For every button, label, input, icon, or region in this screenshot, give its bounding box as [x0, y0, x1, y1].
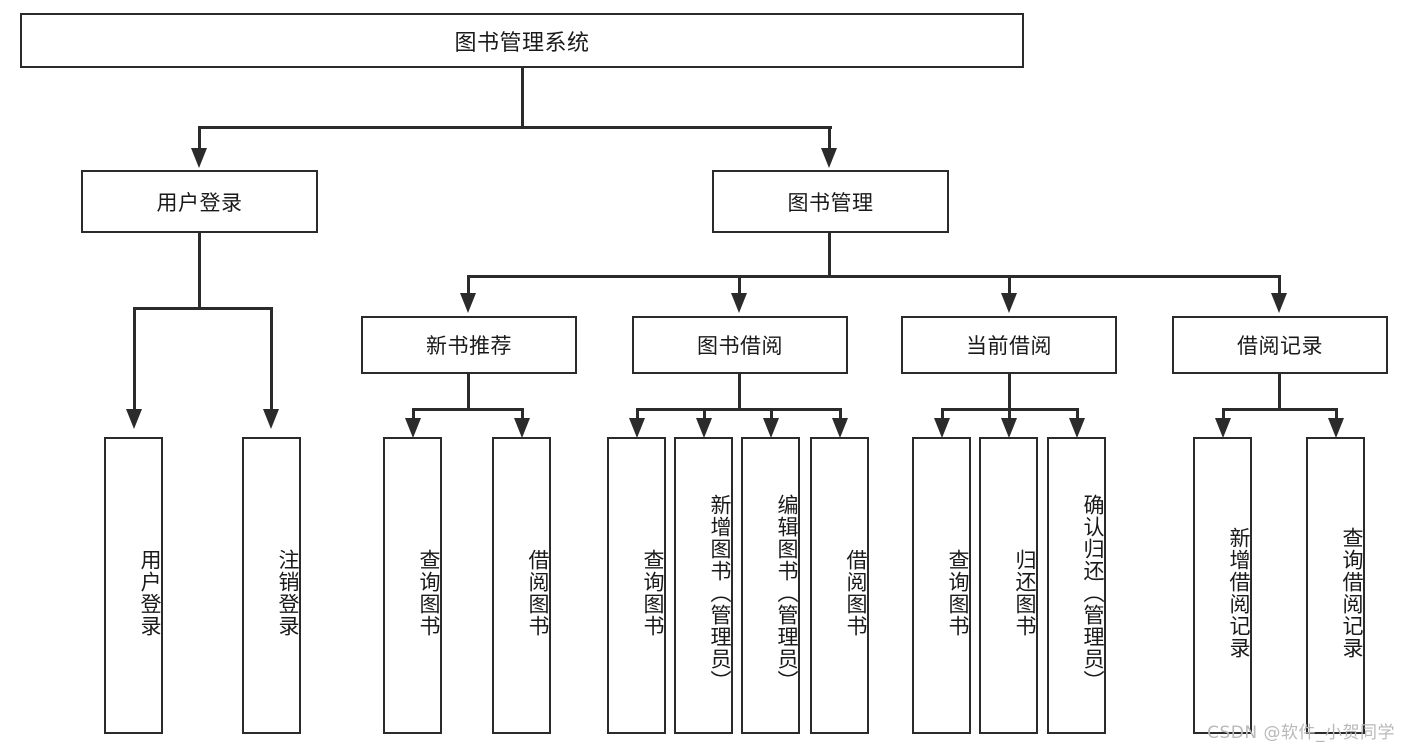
leaf-user-login[interactable]: 用户登录 — [104, 437, 163, 734]
node-borrow-record[interactable]: 借阅记录 — [1172, 316, 1388, 374]
node-label: 图书管理 — [787, 190, 874, 215]
node-new-book-recommend[interactable]: 新书推荐 — [361, 316, 577, 374]
edge-br-stem — [1278, 374, 1281, 410]
arrow-to-leaf-user-login — [126, 409, 142, 429]
node-label: 当前借阅 — [966, 334, 1052, 358]
edge-user-login-bus — [133, 307, 270, 310]
edge-bb-drop-2 — [703, 408, 706, 420]
edge-root-drop-right — [828, 126, 831, 151]
node-label: 归还图书 — [1013, 548, 1037, 637]
leaf-edit-book[interactable]: 编辑图书（管理员） — [741, 437, 800, 734]
edge-cb-drop-2 — [1008, 408, 1011, 420]
arrow-to-leaf-query-record — [1328, 418, 1344, 438]
node-label: 借阅图书 — [844, 548, 868, 637]
leaf-add-book[interactable]: 新增图书（管理员） — [674, 437, 733, 734]
edge-cb-drop-3 — [1076, 408, 1079, 420]
node-label: 新增图书（管理员） — [708, 493, 732, 692]
node-label: 用户登录 — [156, 190, 243, 215]
edge-nbr-bus — [412, 408, 524, 411]
node-label: 查询图书 — [417, 548, 441, 637]
arrow-to-leaf-add-book — [696, 418, 712, 438]
edge-book-management-stem — [828, 233, 831, 277]
node-label: 图书管理系统 — [454, 30, 590, 56]
edge-cb-stem — [1008, 374, 1011, 410]
arrow-to-current-borrow — [1001, 293, 1017, 313]
arrow-to-leaf-query-book-3 — [934, 418, 950, 438]
arrow-to-leaf-confirm-return — [1069, 418, 1085, 438]
node-label: 查询图书 — [641, 548, 665, 637]
leaf-logout[interactable]: 注销登录 — [242, 437, 301, 734]
edge-bb-drop-1 — [636, 408, 639, 420]
arrow-to-leaf-query-book-2 — [629, 418, 645, 438]
edge-bb-bus — [636, 408, 839, 411]
edge-cb-drop-1 — [941, 408, 944, 420]
edge-bm-drop-2 — [738, 275, 741, 295]
arrow-to-new-book-recommend — [460, 293, 476, 313]
node-user-login[interactable]: 用户登录 — [81, 170, 318, 233]
node-label: 新书推荐 — [426, 334, 512, 358]
arrow-to-leaf-query-book-1 — [405, 418, 421, 438]
arrow-to-leaf-edit-book — [763, 418, 779, 438]
leaf-borrow-book-1[interactable]: 借阅图书 — [492, 437, 551, 734]
arrow-to-leaf-add-record — [1215, 418, 1231, 438]
arrow-to-borrow-record — [1271, 293, 1287, 313]
edge-bm-drop-1 — [467, 275, 470, 295]
node-label: 查询借阅记录 — [1340, 526, 1364, 659]
edge-bm-drop-4 — [1278, 275, 1281, 295]
arrow-to-book-borrow — [731, 293, 747, 313]
leaf-query-book-1[interactable]: 查询图书 — [383, 437, 442, 734]
node-label: 借阅记录 — [1237, 334, 1323, 358]
edge-bb-drop-3 — [770, 408, 773, 420]
edge-user-login-drop-2 — [270, 307, 273, 410]
edge-br-drop-2 — [1335, 408, 1338, 420]
arrow-to-leaf-borrow-book-2 — [832, 418, 848, 438]
leaf-query-book-3[interactable]: 查询图书 — [912, 437, 971, 734]
node-label: 图书借阅 — [697, 334, 783, 358]
arrow-to-book-management — [821, 148, 837, 168]
node-label: 编辑图书（管理员） — [775, 493, 799, 692]
edge-user-login-drop-1 — [133, 307, 136, 410]
edge-bb-drop-4 — [839, 408, 842, 420]
arrow-to-leaf-return-book — [1001, 418, 1017, 438]
edge-br-drop-1 — [1222, 408, 1225, 420]
arrow-to-leaf-borrow-book-1 — [514, 418, 530, 438]
edge-root-stem — [521, 68, 524, 127]
edge-nbr-stem — [467, 374, 470, 410]
edge-root-bus — [198, 126, 832, 129]
leaf-query-record[interactable]: 查询借阅记录 — [1306, 437, 1365, 734]
edge-root-drop-left — [198, 126, 201, 151]
edge-bm-drop-3 — [1008, 275, 1011, 295]
edge-user-login-stem — [198, 233, 201, 309]
node-label: 注销登录 — [276, 548, 300, 637]
node-label: 查询图书 — [946, 548, 970, 637]
edge-bb-stem — [738, 374, 741, 410]
leaf-query-book-2[interactable]: 查询图书 — [607, 437, 666, 734]
node-label: 用户登录 — [138, 548, 162, 637]
edge-nbr-drop-1 — [412, 408, 415, 420]
node-label: 借阅图书 — [526, 548, 550, 637]
leaf-confirm-return[interactable]: 确认归还（管理员） — [1047, 437, 1106, 734]
node-label: 确认归还（管理员） — [1081, 493, 1105, 692]
node-book-borrow[interactable]: 图书借阅 — [632, 316, 848, 374]
node-label: 新增借阅记录 — [1227, 526, 1251, 659]
node-current-borrow[interactable]: 当前借阅 — [901, 316, 1117, 374]
leaf-return-book[interactable]: 归还图书 — [979, 437, 1038, 734]
arrow-to-leaf-logout — [263, 409, 279, 429]
node-book-management[interactable]: 图书管理 — [712, 170, 949, 233]
edge-nbr-drop-2 — [521, 408, 524, 420]
leaf-add-record[interactable]: 新增借阅记录 — [1193, 437, 1252, 734]
arrow-to-user-login — [191, 148, 207, 168]
leaf-borrow-book-2[interactable]: 借阅图书 — [810, 437, 869, 734]
edge-book-management-bus — [467, 275, 1280, 278]
edge-br-bus — [1222, 408, 1337, 411]
node-root-book-management-system[interactable]: 图书管理系统 — [20, 13, 1024, 68]
